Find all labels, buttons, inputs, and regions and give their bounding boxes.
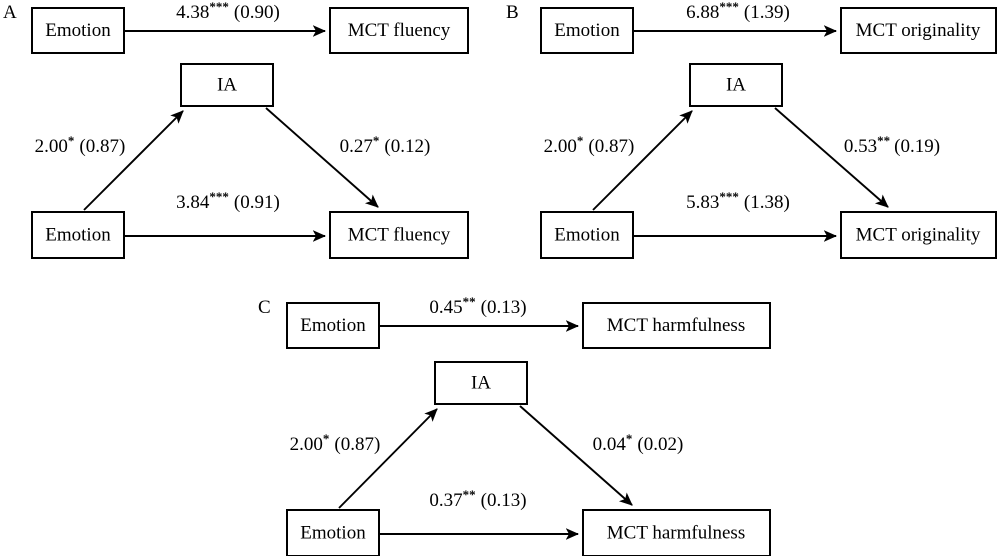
- coef-total-effect-a-stars: ***: [209, 0, 229, 14]
- node-ia-b: [689, 63, 783, 107]
- node-ia-c-label: IA: [471, 372, 491, 393]
- coef-a-effect-a: 2.00* (0.87): [35, 133, 126, 158]
- node-emotion-b-top: [540, 7, 634, 54]
- path-a-effect-b: [592, 110, 693, 211]
- coef-a-effect-b-se: (0.87): [588, 136, 634, 157]
- coef-direct-effect-b: 5.83*** (1.38): [686, 189, 790, 214]
- coef-b-effect-c: 0.04* (0.02): [593, 431, 684, 456]
- node-outcome-c-top: [582, 302, 771, 349]
- coef-a-effect-b-stars: *: [577, 133, 584, 148]
- coef-direct-effect-c: 0.37** (0.13): [429, 487, 526, 512]
- path-a-effect-c: [338, 408, 438, 509]
- coef-b-effect-b-stars: **: [877, 133, 890, 148]
- node-outcome-c-bottom-label: MCT harmfulness: [607, 522, 745, 543]
- coef-total-effect-a-value: 4.38: [176, 2, 209, 23]
- coef-total-effect-c-se: (0.13): [481, 297, 527, 318]
- panel-b: B Emotion MCT originality 6.88***(1.39) …: [506, 0, 997, 259]
- node-emotion-a-top-label: Emotion: [45, 20, 111, 41]
- coef-b-effect-c-se: (0.02): [637, 434, 683, 455]
- coef-direct-effect-c-value: 0.37: [429, 490, 462, 511]
- node-emotion-a-top: [31, 7, 125, 54]
- coef-direct-effect-b-stars: ***: [719, 189, 739, 204]
- coef-b-effect-a: 0.27* (0.12): [340, 133, 431, 158]
- node-emotion-c-bottom-label: Emotion: [300, 522, 366, 543]
- node-outcome-b-bottom: [840, 211, 997, 259]
- coef-a-effect-c-se: (0.87): [334, 434, 380, 455]
- coef-direct-effect-a-stars: ***: [209, 189, 229, 204]
- node-outcome-a-bottom: [329, 211, 469, 259]
- panel-letter-b: B: [506, 2, 519, 23]
- coef-a-effect-a-stars: *: [68, 133, 75, 148]
- node-outcome-b-bottom-label: MCT originality: [856, 224, 981, 245]
- coef-b-effect-c-stars: *: [626, 431, 633, 446]
- path-b-effect-b: [774, 107, 889, 208]
- node-outcome-a-top-label: MCT fluency: [348, 20, 451, 41]
- coef-b-effect-b-value: 0.53: [844, 136, 877, 157]
- coef-total-effect-b-value: 6.88: [686, 2, 719, 23]
- coef-a-effect-b-value: 2.00: [544, 136, 577, 157]
- node-outcome-c-top-label: MCT harmfulness: [607, 315, 745, 336]
- node-emotion-a-bottom-label: Emotion: [45, 224, 111, 245]
- node-ia-a: [180, 63, 274, 107]
- node-outcome-c-bottom: [582, 509, 771, 556]
- coef-total-effect-a: 4.38*** (0.90): [176, 0, 280, 23]
- node-emotion-a-bottom: [31, 211, 125, 259]
- coef-total-effect-a-se: (0.90): [234, 2, 280, 23]
- coef-b-effect-b: 0.53** (0.19): [844, 133, 940, 158]
- coef-total-effect-b-se: (1.39): [744, 2, 790, 23]
- node-ia-a-label: IA: [217, 74, 237, 95]
- coef-total-effect-b-stars: ***: [719, 0, 739, 14]
- path-b-effect-a: [265, 107, 379, 208]
- coef-total-effect-c-stars: **: [463, 294, 476, 309]
- coef-direct-effect-a-se: (0.91): [234, 192, 280, 213]
- coef-direct-effect-a-value: 3.84: [176, 192, 210, 213]
- node-ia-b-label: IA: [726, 74, 746, 95]
- path-a-effect-a: [83, 110, 184, 211]
- node-outcome-b-top: [840, 7, 997, 54]
- node-emotion-b-top-label: Emotion: [554, 20, 620, 41]
- node-ia-c: [434, 361, 528, 405]
- node-outcome-a-top: [329, 7, 469, 54]
- coef-direct-effect-b-se: (1.38): [744, 192, 790, 213]
- coef-a-effect-c-stars: *: [323, 431, 330, 446]
- node-outcome-a-bottom-label: MCT fluency: [348, 224, 451, 245]
- panel-a: A Emotion MCT fluency 4.38***(0.90) IA E…: [3, 0, 469, 259]
- path-b-effect-c: [519, 405, 633, 506]
- node-emotion-b-bottom-label: Emotion: [554, 224, 620, 245]
- node-emotion-c-top: [286, 302, 380, 349]
- coef-b-effect-b-se: (0.19): [894, 136, 940, 157]
- node-emotion-b-bottom: [540, 211, 634, 259]
- node-outcome-b-top-label: MCT originality: [856, 20, 981, 41]
- coef-b-effect-c-value: 0.04: [593, 434, 627, 455]
- coef-direct-effect-a: 3.84*** (0.91): [176, 189, 280, 214]
- node-emotion-c-top-label: Emotion: [300, 315, 366, 336]
- node-emotion-c-bottom: [286, 509, 380, 556]
- coef-b-effect-a-value: 0.27: [340, 136, 373, 157]
- coef-direct-effect-c-stars: **: [463, 487, 476, 502]
- panel-c: C Emotion MCT harmfulness 0.45**(0.13) I…: [258, 294, 771, 556]
- panel-letter-c: C: [258, 297, 271, 318]
- coef-total-effect-b: 6.88*** (1.39): [686, 0, 790, 23]
- coef-b-effect-a-stars: *: [373, 133, 380, 148]
- coef-a-effect-a-value: 2.00: [35, 136, 68, 157]
- panel-letter-a: A: [3, 2, 17, 23]
- coef-a-effect-c: 2.00* (0.87): [290, 431, 381, 456]
- coef-total-effect-c: 0.45** (0.13): [429, 294, 526, 319]
- coef-total-effect-c-value: 0.45: [429, 297, 462, 318]
- coef-b-effect-a-se: (0.12): [384, 136, 430, 157]
- coef-a-effect-b: 2.00* (0.87): [544, 133, 635, 158]
- coef-direct-effect-b-value: 5.83: [686, 192, 719, 213]
- coef-a-effect-c-value: 2.00: [290, 434, 323, 455]
- coef-direct-effect-c-se: (0.13): [481, 490, 527, 511]
- coef-a-effect-a-se: (0.87): [79, 136, 125, 157]
